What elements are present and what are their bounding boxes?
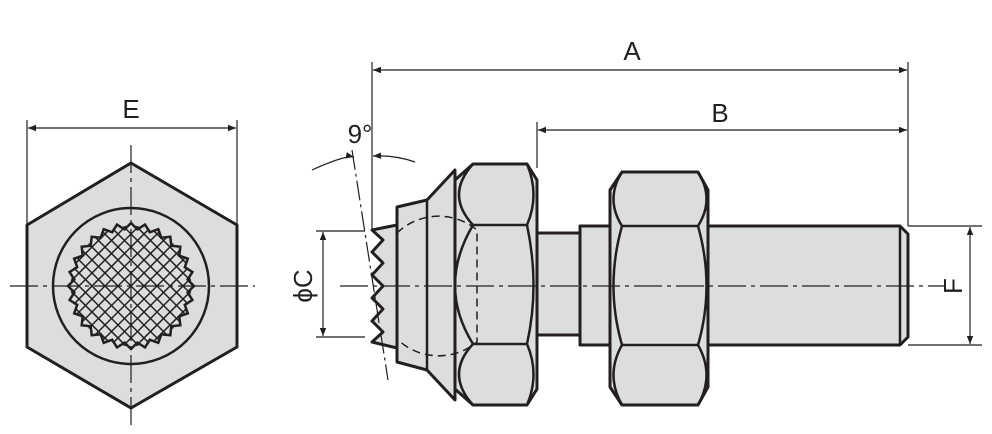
- angle-arrow-right: [372, 152, 416, 163]
- side-view: A B F ϕC 9°: [288, 36, 982, 407]
- knurl-line: [103, 258, 185, 340]
- tilt-line: [351, 149, 389, 381]
- knurl-line: [122, 277, 192, 347]
- knurl-line: [70, 277, 140, 347]
- knurl-line: [70, 290, 127, 347]
- knurl-line: [95, 250, 180, 335]
- label-e: E: [122, 94, 139, 124]
- angle-arrow-left: [311, 152, 355, 171]
- knurl-line: [112, 267, 189, 344]
- label-a: A: [623, 36, 641, 66]
- knurl-line: [152, 307, 188, 343]
- swivel-head: [370, 162, 539, 407]
- label-c: ϕC: [288, 269, 318, 302]
- label-b: B: [711, 98, 728, 128]
- label-angle: 9°: [348, 119, 373, 149]
- label-f: F: [938, 278, 968, 294]
- knurl-line: [74, 307, 110, 343]
- neck: [528, 231, 587, 337]
- knurl-line: [135, 290, 192, 347]
- lock-nut: [608, 170, 710, 407]
- knurl-line: [82, 250, 167, 335]
- knurl-line: [73, 267, 150, 344]
- knurl-line: [77, 258, 159, 340]
- end-view: E: [10, 94, 255, 425]
